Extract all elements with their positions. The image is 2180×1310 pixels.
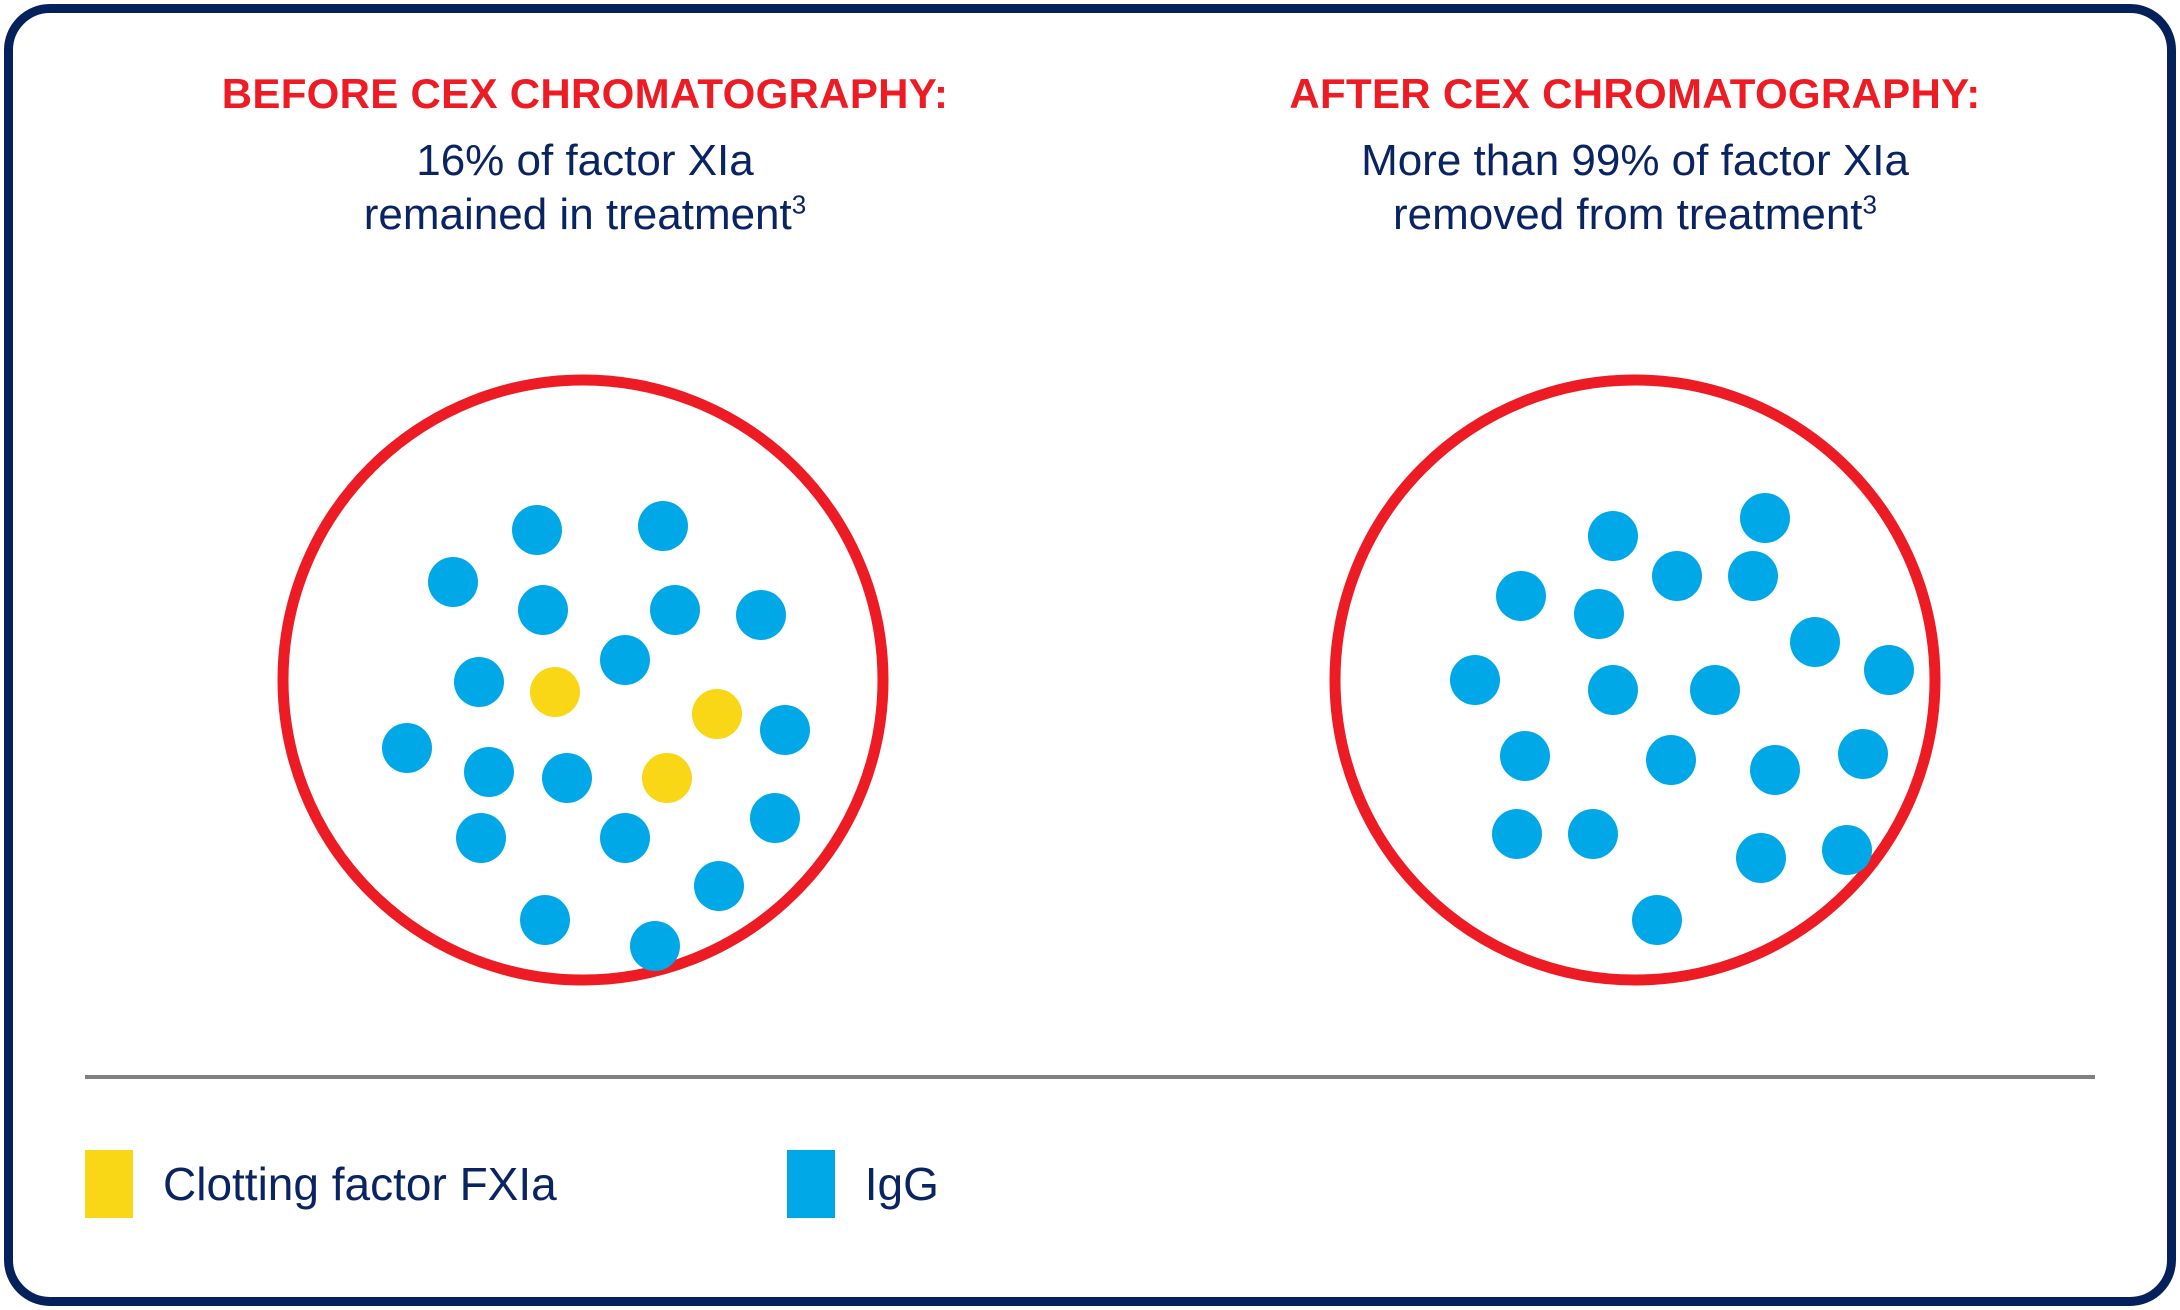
igg-dot bbox=[1632, 895, 1682, 945]
panel-after-heading: AFTER CEX CHROMATOGRAPHY: bbox=[1289, 70, 1981, 117]
igg-dot bbox=[1838, 729, 1888, 779]
igg-dot bbox=[382, 723, 432, 773]
legend-label-fxia: Clotting factor FXIa bbox=[163, 1158, 557, 1210]
fxia-dot bbox=[530, 667, 580, 717]
igg-dot bbox=[1588, 511, 1638, 561]
igg-dot bbox=[1588, 665, 1638, 715]
igg-swatch-icon bbox=[786, 1150, 835, 1218]
panel-before-subtext: 16% of factor XIa remained in treatment3 bbox=[75, 134, 1095, 241]
igg-dot bbox=[1822, 825, 1872, 875]
panel-after-subtext: More than 99% of factor XIa removed from… bbox=[1125, 134, 2145, 241]
dish-after-svg bbox=[1329, 374, 1941, 986]
fxia-dot bbox=[692, 689, 742, 739]
legend-divider bbox=[85, 1075, 2095, 1079]
igg-dot bbox=[630, 921, 680, 971]
legend: Clotting factor FXIa IgG bbox=[85, 1150, 939, 1218]
igg-dot bbox=[1500, 731, 1550, 781]
panel-after-line2: removed from treatment bbox=[1393, 189, 1863, 239]
igg-dot bbox=[1652, 551, 1702, 601]
panel-after: AFTER CEX CHROMATOGRAPHY: More than 99% … bbox=[1125, 70, 2145, 242]
igg-dot bbox=[750, 793, 800, 843]
dish-after bbox=[1327, 372, 1943, 988]
igg-dot bbox=[1864, 645, 1914, 695]
igg-dot bbox=[1736, 833, 1786, 883]
fxia-swatch-icon bbox=[85, 1150, 133, 1218]
dish-outline bbox=[277, 374, 889, 986]
igg-dot bbox=[600, 813, 650, 863]
igg-dot bbox=[1740, 493, 1790, 543]
igg-dot bbox=[456, 813, 506, 863]
panel-before-heading: BEFORE CEX CHROMATOGRAPHY: bbox=[221, 70, 949, 117]
igg-dot bbox=[1492, 809, 1542, 859]
panel-after-line1: More than 99% of factor XIa bbox=[1361, 136, 1909, 186]
igg-dot bbox=[1728, 551, 1778, 601]
igg-dot bbox=[1574, 589, 1624, 639]
igg-dot bbox=[1450, 655, 1500, 705]
panel-after-footnote-marker: 3 bbox=[1862, 189, 1877, 220]
panel-before-footnote-marker: 3 bbox=[791, 189, 807, 220]
igg-dot bbox=[1750, 745, 1800, 795]
dish-outline bbox=[1329, 374, 1941, 986]
dish-before bbox=[275, 372, 891, 988]
igg-dot bbox=[520, 895, 570, 945]
igg-dot bbox=[454, 657, 504, 707]
igg-dot bbox=[694, 861, 744, 911]
igg-dot bbox=[760, 705, 810, 755]
igg-dot bbox=[600, 635, 650, 685]
igg-dot bbox=[1646, 735, 1696, 785]
igg-dot bbox=[464, 747, 514, 797]
igg-dot bbox=[518, 585, 568, 635]
panel-before-line1: 16% of factor XIa bbox=[416, 136, 754, 186]
igg-dot bbox=[1568, 809, 1618, 859]
fxia-dot bbox=[642, 753, 692, 803]
igg-dot bbox=[1790, 617, 1840, 667]
panel-before: BEFORE CEX CHROMATOGRAPHY: 16% of factor… bbox=[75, 70, 1095, 242]
igg-dot bbox=[428, 557, 478, 607]
igg-dot bbox=[650, 585, 700, 635]
legend-item-fxia: Clotting factor FXIa bbox=[85, 1150, 557, 1218]
igg-dot bbox=[1690, 665, 1740, 715]
dish-before-svg bbox=[277, 374, 889, 986]
panel-before-line2: remained in treatment bbox=[363, 189, 792, 239]
igg-dot bbox=[542, 753, 592, 803]
legend-item-igg: IgG bbox=[786, 1150, 939, 1218]
legend-label-igg: IgG bbox=[864, 1158, 939, 1210]
igg-dot bbox=[736, 590, 786, 640]
igg-dot bbox=[1496, 571, 1546, 621]
igg-dot bbox=[512, 505, 562, 555]
igg-dot bbox=[638, 501, 688, 551]
